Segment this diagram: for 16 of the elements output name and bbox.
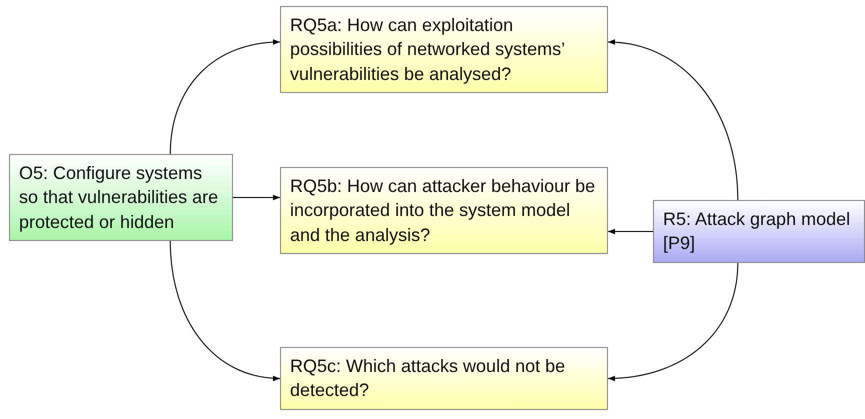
box-text: RQ5a: How can exploitation possibilities of networked systems’ vulnerabilities be analysed? — [290, 14, 566, 86]
box-text: RQ5b: How can attacker behaviour be incorporated into the system model and the analysis? — [290, 175, 596, 247]
box-text: O5: Configure systems so that vulnerabilities are protected or hidden — [19, 162, 220, 234]
arrow — [170, 40, 280, 154]
box-text: R5: Attack graph model [P9] — [663, 208, 852, 256]
arrow — [608, 228, 654, 234]
text-box — [280, 6, 608, 94]
arrow — [608, 262, 738, 381]
text-box — [280, 347, 608, 410]
text-box — [9, 154, 233, 242]
text-box — [653, 200, 865, 263]
arrow — [170, 240, 280, 381]
text-box — [280, 167, 608, 254]
box-text: RQ5c: Which attacks would not be detected? — [290, 355, 566, 402]
arrow — [232, 194, 280, 200]
arrow — [608, 40, 738, 200]
